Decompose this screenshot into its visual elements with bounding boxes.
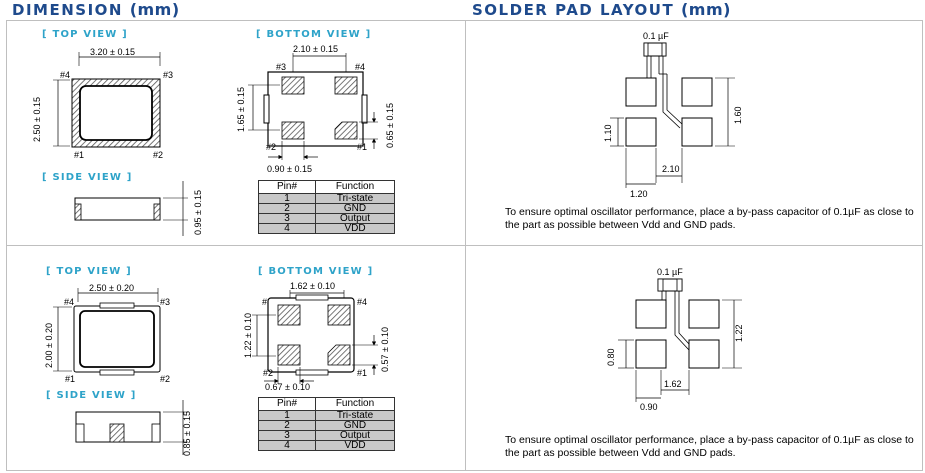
s1-bottom-pad-2 bbox=[281, 121, 305, 140]
pin-cell: 3 bbox=[258, 213, 316, 224]
s2-bottom-spacing: 1.62 ± 0.10 bbox=[290, 281, 335, 291]
s1-pad-1 bbox=[681, 117, 713, 147]
s1-pad-h2: 1.60 bbox=[733, 106, 743, 124]
s1-pad-spacing: 2.10 bbox=[662, 164, 680, 174]
s1-bottom-view-label: [ BOTTOM VIEW ] bbox=[256, 29, 371, 40]
s2-bottom-pad-1 bbox=[327, 344, 351, 366]
s2-pad-1 bbox=[688, 339, 720, 369]
function-header: Function bbox=[315, 397, 395, 411]
function-cell: VDD bbox=[315, 223, 395, 234]
s1-pad-total: 1.20 bbox=[630, 189, 648, 199]
s2-pad-4 bbox=[688, 299, 720, 329]
function-cell: Tri-state bbox=[315, 193, 395, 204]
function-cell: VDD bbox=[315, 440, 395, 451]
s1-pad-3 bbox=[625, 77, 657, 107]
s2-pin4-bottom: #4 bbox=[357, 297, 367, 307]
s2-pad-spacing: 1.62 bbox=[664, 379, 682, 389]
s1-pin1-top: #1 bbox=[74, 150, 84, 160]
s2-side-height: 0.85 ± 0.15 bbox=[182, 411, 192, 456]
pin-header: Pin# bbox=[258, 180, 316, 194]
pin-cell: 2 bbox=[258, 203, 316, 214]
pin-cell: 2 bbox=[258, 420, 316, 431]
s1-note: To ensure optimal oscillator performance… bbox=[505, 206, 914, 231]
s1-bottom-pad-4 bbox=[334, 76, 358, 95]
s1-top-lid bbox=[79, 85, 153, 141]
s2-bottom-pad-width: 0.67 ± 0.10 bbox=[265, 382, 310, 392]
pin-cell: 3 bbox=[258, 430, 316, 441]
s1-bottom-pad-width: 0.90 ± 0.15 bbox=[267, 164, 312, 174]
s2-pad-3 bbox=[635, 299, 667, 329]
s2-pad-h1: 0.80 bbox=[606, 348, 616, 366]
function-cell: Tri-state bbox=[315, 410, 395, 421]
s1-top-width: 3.20 ± 0.15 bbox=[90, 47, 135, 57]
s2-top-height: 2.00 ± 0.20 bbox=[44, 323, 54, 368]
s2-bottom-view-label: [ BOTTOM VIEW ] bbox=[258, 266, 373, 277]
s1-bottom-spacing: 2.10 ± 0.15 bbox=[293, 44, 338, 54]
s2-pin3-top: #3 bbox=[160, 297, 170, 307]
s2-pin1-bottom: #1 bbox=[357, 368, 367, 378]
s2-pin1-top: #1 bbox=[65, 374, 75, 384]
s2-bottom-pad-height: 0.57 ± 0.10 bbox=[380, 327, 390, 372]
s2-note: To ensure optimal oscillator performance… bbox=[505, 434, 914, 459]
s2-bottom-pad-4 bbox=[327, 304, 351, 326]
s1-pin2-top: #2 bbox=[153, 150, 163, 160]
pin-cell: 4 bbox=[258, 223, 316, 234]
s2-bottom-vertical: 1.22 ± 0.10 bbox=[243, 313, 253, 358]
s1-pin3-bottom: #3 bbox=[276, 62, 286, 72]
s2-bottom-pad-2 bbox=[277, 344, 301, 366]
s2-top-view-label: [ TOP VIEW ] bbox=[46, 266, 132, 277]
solder-pad-heading: SOLDER PAD LAYOUT (mm) bbox=[472, 0, 731, 19]
s2-pin4-top: #4 bbox=[64, 297, 74, 307]
s1-pin4-top: #4 bbox=[60, 70, 70, 80]
dimension-heading: DIMENSION (mm) bbox=[12, 0, 180, 19]
s1-side-body bbox=[74, 197, 161, 221]
function-cell: GND bbox=[315, 420, 395, 431]
s2-pad-h2: 1.22 bbox=[734, 324, 744, 342]
s1-bottom-pad-height: 0.65 ± 0.15 bbox=[385, 103, 395, 148]
s2-bottom-pad-3 bbox=[277, 304, 301, 326]
s2-pad-total: 0.90 bbox=[640, 402, 658, 412]
s1-side-height: 0.95 ± 0.15 bbox=[193, 190, 203, 235]
s1-pin3-top: #3 bbox=[163, 70, 173, 80]
s1-cap-label: 0.1 µF bbox=[643, 31, 669, 41]
s1-side-view-label: [ SIDE VIEW ] bbox=[42, 172, 133, 183]
pin-cell: 4 bbox=[258, 440, 316, 451]
s1-pad-2 bbox=[625, 117, 657, 147]
s2-pin3-bottom: #3 bbox=[262, 297, 272, 307]
pin-cell: 1 bbox=[258, 410, 316, 421]
function-cell: Output bbox=[315, 430, 395, 441]
pin-cell: 1 bbox=[258, 193, 316, 204]
s2-top-lid bbox=[79, 310, 155, 368]
s1-bottom-vertical: 1.65 ± 0.15 bbox=[236, 87, 246, 132]
s1-pad-4 bbox=[681, 77, 713, 107]
function-header: Function bbox=[315, 180, 395, 194]
s2-cap-label: 0.1 µF bbox=[657, 267, 683, 277]
function-cell: Output bbox=[315, 213, 395, 224]
pin-header: Pin# bbox=[258, 397, 316, 411]
s2-pin2-top: #2 bbox=[160, 374, 170, 384]
s1-top-height: 2.50 ± 0.15 bbox=[32, 97, 42, 142]
s2-top-width: 2.50 ± 0.20 bbox=[89, 283, 134, 293]
s1-pin1-bottom: #1 bbox=[357, 142, 367, 152]
s2-pad-2 bbox=[635, 339, 667, 369]
drawing-grid bbox=[6, 20, 923, 471]
s1-top-view-label: [ TOP VIEW ] bbox=[42, 29, 128, 40]
grid-divider-horizontal bbox=[7, 245, 922, 246]
s1-bottom-pad-1 bbox=[334, 121, 358, 140]
s1-bottom-pad-3 bbox=[281, 76, 305, 95]
s1-pad-h1: 1.10 bbox=[603, 124, 613, 142]
s2-pin2-bottom: #2 bbox=[263, 368, 273, 378]
function-cell: GND bbox=[315, 203, 395, 214]
s1-pin4-bottom: #4 bbox=[355, 62, 365, 72]
s1-pin2-bottom: #2 bbox=[266, 142, 276, 152]
s2-side-view-label: [ SIDE VIEW ] bbox=[46, 390, 137, 401]
